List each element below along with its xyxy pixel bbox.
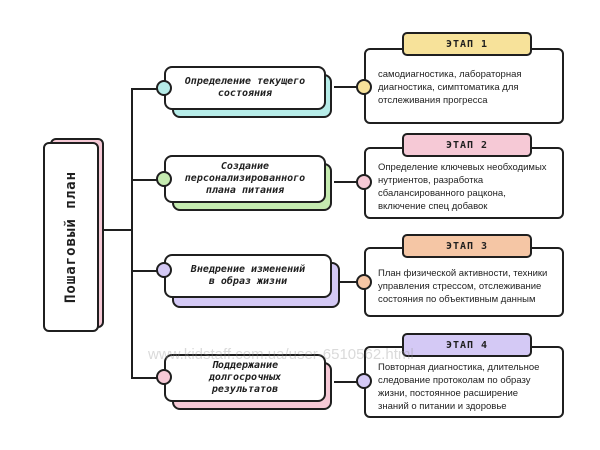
- connector-step-4: [131, 377, 161, 379]
- step-box-2: Создание персонализированного плана пита…: [164, 155, 326, 203]
- connector-step-1: [131, 88, 161, 90]
- step-dot-2: [156, 171, 172, 187]
- stage-3-description: План физической активности, техники упра…: [364, 247, 564, 317]
- step-dot-1: [156, 80, 172, 96]
- stage-dot-4: [356, 373, 372, 389]
- step-box-3: Внедрение изменений в образ жизни: [164, 254, 332, 298]
- step-dot-3: [156, 262, 172, 278]
- connector-step-3: [131, 270, 161, 272]
- watermark: www.kidstaff.com.ua/user-6510562.html: [148, 346, 414, 363]
- step-dot-4: [156, 369, 172, 385]
- stage-2-description: Определение ключевых необходимых нутриен…: [364, 147, 564, 219]
- connector-trunk: [131, 88, 133, 378]
- connector-step-2: [131, 179, 161, 181]
- plan-title-box: Пошаговый план: [43, 142, 99, 332]
- stage-4-label: ЭТАП 4: [402, 333, 532, 357]
- stage-1-description: самодиагностика, лабораторная диагностик…: [364, 48, 564, 124]
- connector-stage-3: [334, 281, 362, 283]
- stage-dot-1: [356, 79, 372, 95]
- connector-stage-2: [334, 181, 362, 183]
- plan-title: Пошаговый план: [63, 170, 80, 304]
- stage-dot-3: [356, 274, 372, 290]
- step-box-1: Определение текущего состояния: [164, 66, 326, 110]
- stage-1-label: ЭТАП 1: [402, 32, 532, 56]
- connector-title: [97, 229, 132, 231]
- connector-stage-1: [334, 86, 362, 88]
- stage-dot-2: [356, 174, 372, 190]
- stage-2-label: ЭТАП 2: [402, 133, 532, 157]
- stage-3-label: ЭТАП 3: [402, 234, 532, 258]
- connector-stage-4: [334, 381, 362, 383]
